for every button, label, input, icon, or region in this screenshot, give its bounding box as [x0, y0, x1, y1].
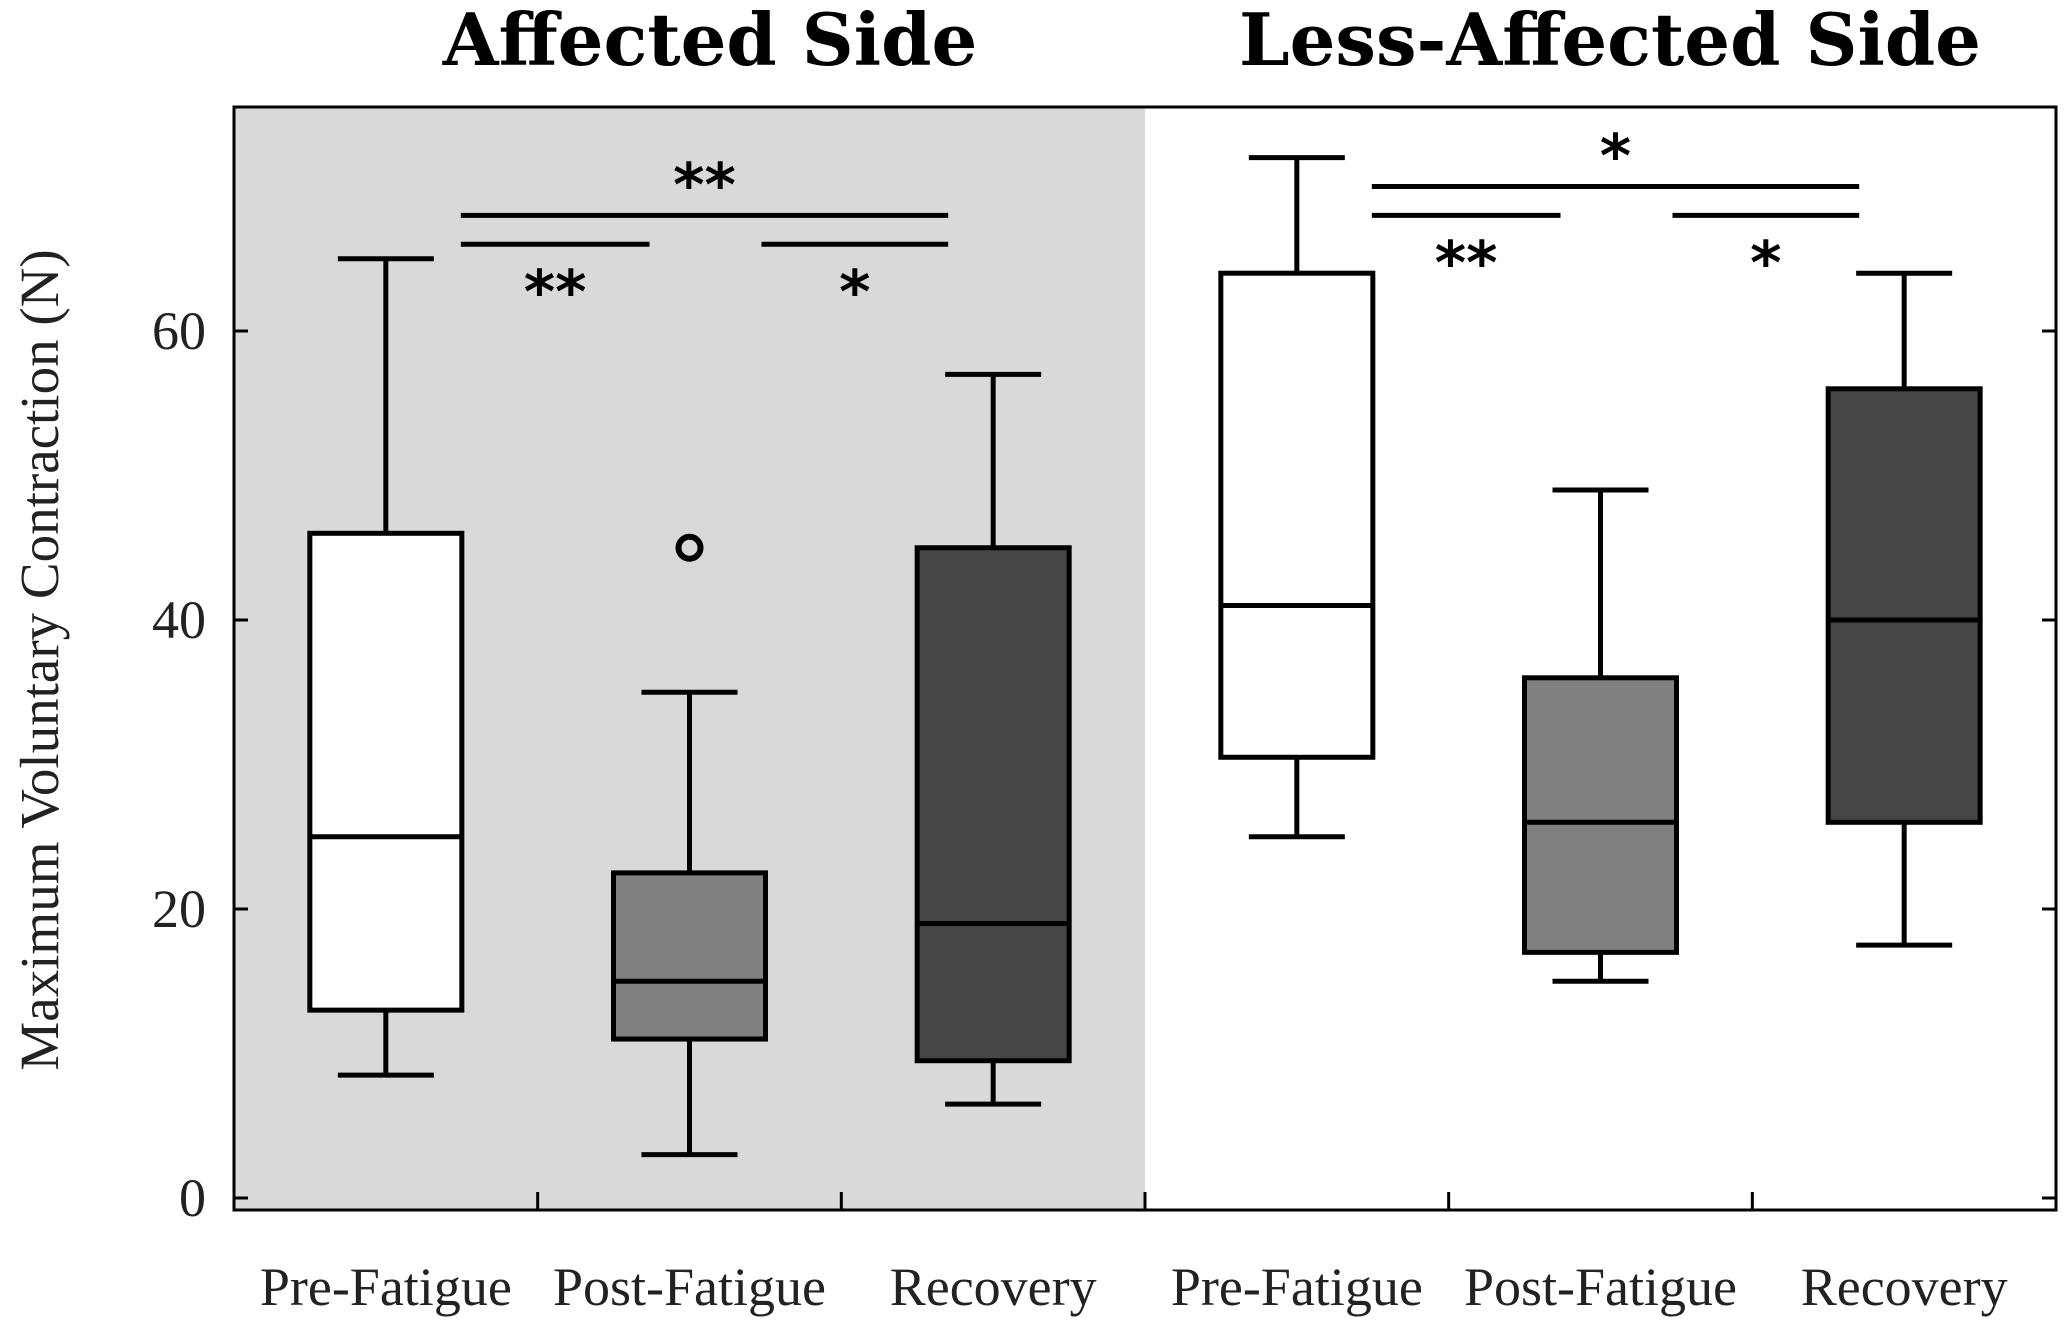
x-tick-label: Recovery: [890, 1257, 1097, 1317]
significance-label: *: [1600, 122, 1631, 192]
significance-label: **: [524, 257, 587, 327]
panel-title-affected: Affected Side: [442, 0, 978, 82]
y-tick-label: 20: [152, 879, 206, 939]
box-recovery: [1825, 386, 1983, 825]
x-tick-label: Pre-Fatigue: [260, 1257, 512, 1317]
x-tick-label: Post-Fatigue: [1464, 1257, 1737, 1317]
significance-label: **: [673, 150, 736, 220]
plot-frame: [232, 105, 2058, 1212]
box-pre-fatigue: [1218, 270, 1376, 760]
x-tick-label: Recovery: [1801, 1257, 2008, 1317]
significance-label: *: [839, 257, 870, 327]
y-tick-label: 60: [152, 301, 206, 361]
panel-title-less-affected: Less-Affected Side: [1239, 0, 1981, 82]
y-axis-label: Maximum Voluntary Contraction (N): [9, 249, 70, 1070]
box-post-fatigue: [1522, 675, 1679, 955]
significance-label: **: [1435, 228, 1498, 298]
x-tick-label: Post-Fatigue: [553, 1257, 826, 1317]
box-recovery: [914, 545, 1072, 1064]
outlier-point: [675, 533, 704, 562]
box-post-fatigue: [611, 870, 768, 1042]
y-tick-label: 0: [179, 1168, 206, 1228]
x-tick-label: Pre-Fatigue: [1171, 1257, 1423, 1317]
y-tick-label: 40: [152, 590, 206, 650]
significance-label: *: [1750, 228, 1781, 298]
box-pre-fatigue: [307, 530, 465, 1013]
